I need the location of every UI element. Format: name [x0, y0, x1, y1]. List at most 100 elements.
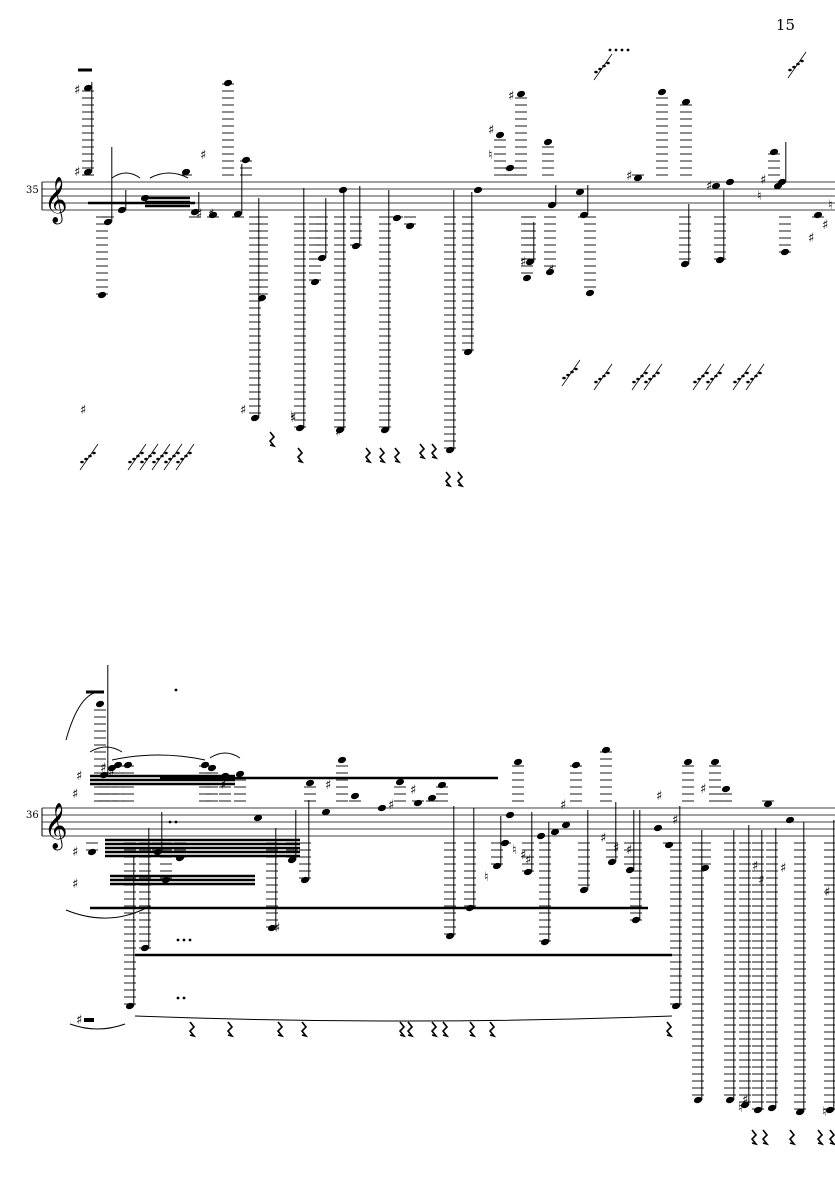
notehead: [310, 278, 320, 286]
sharp-icon: ♯: [325, 778, 331, 793]
notehead: [235, 770, 245, 778]
sharp-icon: ♯: [240, 403, 246, 418]
notehead: [607, 858, 617, 866]
grace-note-icon: [745, 371, 749, 375]
natural-icon: ♮: [290, 409, 295, 424]
grace-note-icon: [733, 380, 737, 384]
notehead: [241, 156, 251, 164]
notehead: [463, 348, 473, 356]
dot: [182, 996, 186, 1000]
natural-icon: ♮: [488, 148, 493, 163]
notehead: [625, 866, 635, 874]
quarter-rest-icon: [430, 443, 439, 460]
notehead: [492, 862, 502, 870]
notehead: [505, 164, 515, 172]
sharp-icon: ♯: [520, 848, 526, 863]
quarter-rest-icon: [828, 1129, 835, 1146]
notehead: [317, 254, 327, 262]
notehead: [516, 90, 526, 98]
sharp-icon: ♯: [72, 787, 78, 802]
notehead: [83, 168, 93, 176]
notehead: [300, 876, 310, 884]
grace-note-icon: [693, 380, 697, 384]
notehead: [253, 814, 263, 822]
notehead: [295, 424, 305, 432]
grace-note-icon: [92, 451, 96, 455]
notehead: [657, 88, 667, 96]
notehead: [335, 426, 345, 434]
quarter-rest-icon: [750, 1129, 759, 1146]
notehead: [113, 761, 123, 769]
sharp-icon: ♯: [200, 148, 206, 163]
notehead: [338, 186, 348, 194]
notehead: [97, 291, 107, 299]
quarter-rest-icon: [816, 1129, 825, 1146]
notehead: [437, 781, 447, 789]
grace-slash: [732, 363, 752, 391]
sharp-icon: ♯: [626, 169, 632, 184]
notehead: [123, 761, 133, 769]
grace-note-icon: [644, 380, 648, 384]
half-rest-icon: [84, 1018, 94, 1022]
notehead: [710, 758, 720, 766]
notehead: [473, 186, 483, 194]
measure-number-36: 36: [26, 810, 39, 821]
treble-clef-icon: 𝄞: [44, 803, 68, 851]
notehead: [711, 182, 721, 190]
sharp-icon: ♯: [410, 783, 416, 798]
sharp-icon: ♯: [626, 843, 632, 858]
grace-slash: [705, 363, 725, 391]
sharp-icon: ♯: [760, 173, 766, 188]
notehead: [257, 294, 267, 302]
quarter-rest-icon: [398, 1021, 407, 1038]
notehead: [813, 211, 823, 219]
notehead: [190, 208, 200, 216]
tie: [209, 752, 241, 759]
notehead: [395, 778, 405, 786]
sharp-icon: ♯: [824, 885, 830, 900]
sharp-icon: ♯: [520, 255, 526, 270]
dot: [620, 48, 624, 52]
notehead: [536, 832, 546, 840]
sharp-icon: ♯: [76, 769, 82, 784]
quarter-rest-icon: [296, 447, 305, 464]
notehead: [513, 758, 523, 766]
sharp-icon: ♯: [548, 263, 554, 278]
sharp-icon: ♯: [560, 798, 566, 813]
natural-icon: ♮: [512, 843, 517, 858]
notehead: [664, 841, 674, 849]
notehead: [267, 924, 277, 932]
grace-note-icon: [152, 460, 156, 464]
dot: [182, 938, 186, 942]
grace-note-icon: [788, 68, 792, 72]
grace-note-icon: [800, 59, 804, 63]
notehead: [351, 242, 361, 250]
grace-note-icon: [606, 371, 610, 375]
tie: [111, 754, 206, 761]
dot: [176, 996, 180, 1000]
grace-note-icon: [705, 371, 709, 375]
sharp-icon: ♯: [600, 831, 606, 846]
quarter-rest-icon: [761, 1129, 770, 1146]
system-measure-36: 𝄞♯♯♯♯♯♯♯♯♯♯♯♯♯♯♯♯♯♯♯♯♯♯♯♯♯♯♮♮♮♮: [41, 665, 835, 1146]
grace-note-icon: [188, 451, 192, 455]
quarter-rest-icon: [456, 471, 465, 488]
tie: [134, 1015, 673, 1022]
notehead: [540, 938, 550, 946]
sharp-icon: ♯: [100, 761, 106, 776]
grace-note-icon: [80, 460, 84, 464]
grace-note-icon: [574, 367, 578, 371]
quarter-rest-icon: [188, 1021, 197, 1038]
notehead: [250, 414, 260, 422]
notehead: [445, 446, 455, 454]
notehead: [579, 886, 589, 894]
sharp-icon: ♯: [700, 782, 706, 797]
notehead: [725, 178, 735, 186]
sharp-icon: ♯: [335, 425, 341, 440]
notehead: [763, 800, 773, 808]
notehead: [575, 188, 585, 196]
notehead: [777, 178, 787, 186]
dot: [608, 48, 612, 52]
